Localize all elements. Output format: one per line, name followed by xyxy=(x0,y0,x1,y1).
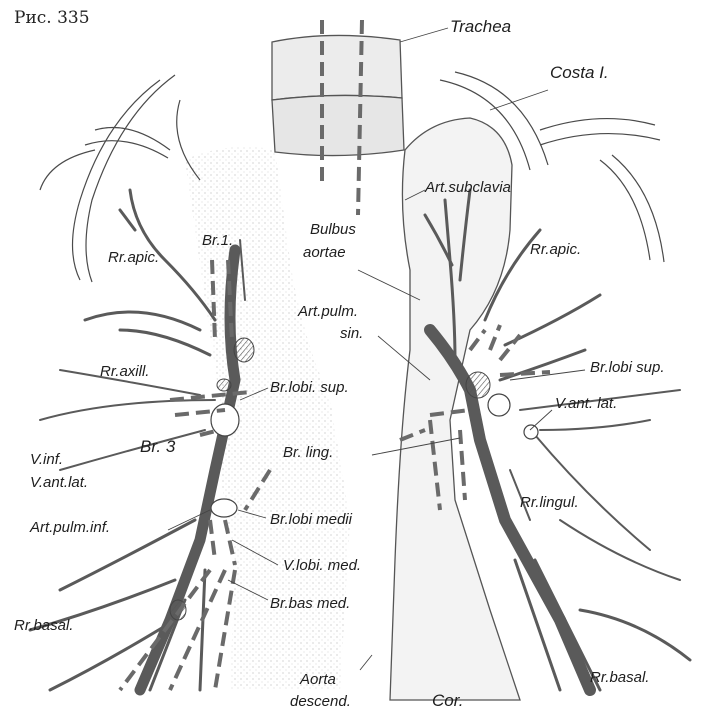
label-cor: Cor. xyxy=(432,692,464,709)
label-aorta: Aorta xyxy=(300,672,336,687)
label-br-ling: Br. ling. xyxy=(283,445,333,460)
label-v-ant-lat-left: V.ant.lat. xyxy=(30,475,88,490)
label-sin: sin. xyxy=(340,326,363,341)
label-br-bas-med: Br.bas med. xyxy=(270,596,350,611)
label-art-subclavia: Art.subclavia xyxy=(425,180,511,195)
label-br-lobi-sup-left: Br.lobi. sup. xyxy=(270,380,349,395)
label-rr-basal-right: Rr.basal. xyxy=(590,670,649,685)
label-v-inf: V.inf. xyxy=(30,452,63,467)
label-rr-axill: Rr.axill. xyxy=(100,364,149,379)
label-rr-apic-right: Rr.apic. xyxy=(530,242,581,257)
label-br3: Br. 3 xyxy=(140,438,175,455)
label-art-pulm-inf: Art.pulm.inf. xyxy=(30,520,110,535)
label-rr-apic-left: Rr.apic. xyxy=(108,250,159,265)
label-v-lobi-med: V.lobi. med. xyxy=(283,558,361,573)
label-rr-basal-left: Rr.basal. xyxy=(14,618,73,633)
label-br1: Br.1. xyxy=(202,233,233,248)
label-trachea: Trachea xyxy=(450,18,511,35)
label-descend: descend. xyxy=(290,694,351,709)
label-bulbus: Bulbus xyxy=(310,222,356,237)
label-br-lobi-medii: Br.lobi medii xyxy=(270,512,352,527)
label-v-ant-lat-right: V.ant. lat. xyxy=(555,396,617,411)
label-rr-lingul: Rr.lingul. xyxy=(520,495,579,510)
trachea-shape xyxy=(272,20,404,215)
label-br-lobi-sup-right: Br.lobi sup. xyxy=(590,360,664,375)
figure-number: Рис. 335 xyxy=(14,8,90,28)
label-costa: Costa I. xyxy=(550,64,609,81)
label-art-pulm: Art.pulm. xyxy=(298,304,358,319)
label-aortae: aortae xyxy=(303,245,346,260)
